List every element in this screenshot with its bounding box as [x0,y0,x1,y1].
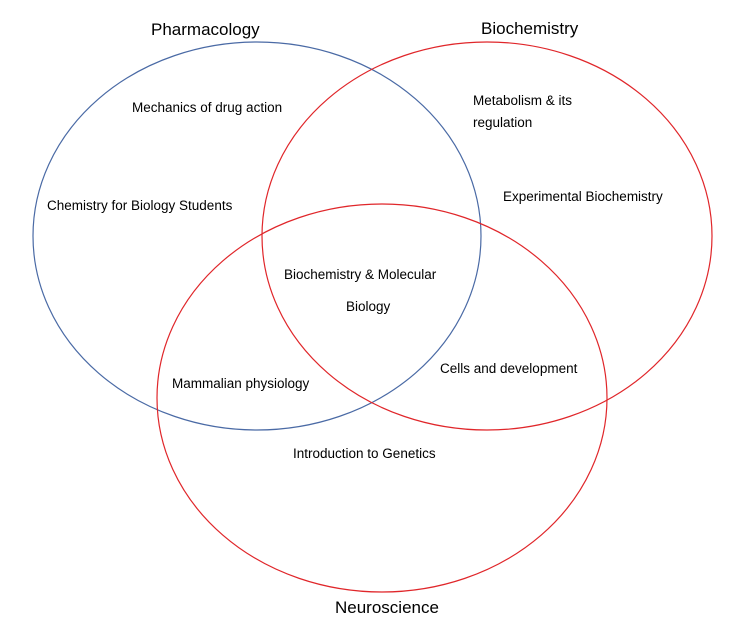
biochemistry-circle [261,41,713,431]
region-introduction-to-genetics: Introduction to Genetics [293,446,436,461]
region-chemistry-for-biology-students: Chemistry for Biology Students [47,198,233,213]
region-all-three-line1: Biochemistry & Molecular [284,267,437,282]
region-mechanics-of-drug-action: Mechanics of drug action [132,100,283,115]
neuroscience-circle [156,203,608,593]
pharmacology-title: Pharmacology [151,20,260,39]
region-all-three-line2: Biology [346,299,391,314]
region-metabolism-line2: regulation [473,115,533,130]
pharmacology-circle [32,41,482,431]
biochemistry-title: Biochemistry [481,19,579,38]
region-cells-and-development: Cells and development [440,361,578,376]
region-metabolism-line1: Metabolism & its [473,93,573,108]
neuroscience-title: Neuroscience [335,598,439,617]
region-mammalian-physiology: Mammalian physiology [172,376,310,391]
region-experimental-biochemistry: Experimental Biochemistry [503,189,663,204]
